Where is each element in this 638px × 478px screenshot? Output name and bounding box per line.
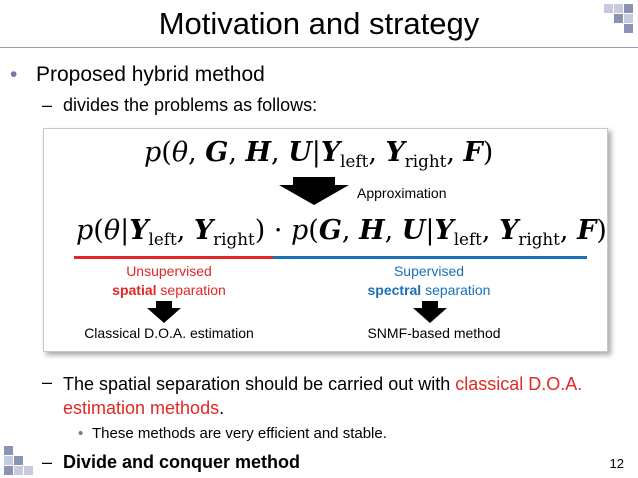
dash-marker: – [42,95,53,115]
spectral-arrow-icon [413,301,447,323]
slide-title: Motivation and strategy [158,6,480,41]
sub-bullet-marker: • [78,425,84,442]
spatial-arrow-icon [147,301,181,323]
supervised-label: Supervised [393,263,465,279]
bullet-proposed-method: Proposed hybrid method [36,63,265,86]
doa-estimation-label: Classical D.O.A. estimation [84,325,254,341]
equation-box: p(θ, G, H, U|Yleft, Yright, F) Approxima… [43,128,608,352]
title-divider [0,47,638,48]
approximation-label: Approximation [357,185,447,201]
bullet-efficient-stable: These methods are very efficient and sta… [92,425,387,442]
snmf-method-label: SNMF-based method [367,325,501,341]
spatial-separation-label: spatial separation [112,282,226,298]
bullet-divides-problems: divides the problems as follows: [63,95,318,115]
spectral-separation-label: spectral separation [367,282,491,298]
dash-marker: – [42,372,53,392]
bullet-divide-conquer: Divide and conquer method [63,452,301,472]
spatial-underline [74,256,277,259]
unsupervised-label: Unsupervised [126,263,212,279]
page-number: 12 [609,456,624,471]
factorized-equation: p(θ|Yleft, Yright) · p(G, H, U|Yleft, Yr… [76,215,607,249]
spectral-underline [273,256,587,259]
bullet-marker: • [10,63,18,86]
dash-marker: – [42,452,53,472]
bullet-spatial-separation: The spatial separation should be carried… [63,374,583,418]
approximation-arrow-icon [279,177,349,205]
joint-posterior-equation: p(θ, G, H, U|Yleft, Yright, F) [144,137,494,171]
